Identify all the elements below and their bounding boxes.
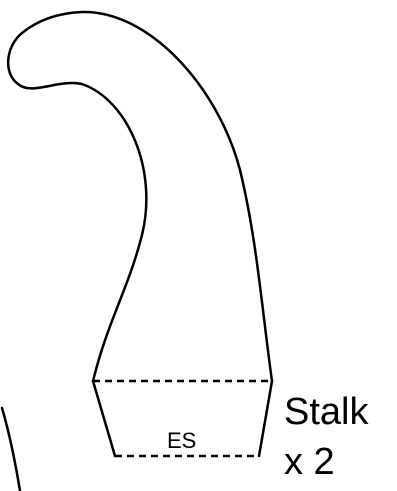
piece-quantity-label: x 2 (284, 441, 335, 483)
piece-name-label: Stalk (284, 391, 369, 433)
base-left-edge (91, 379, 117, 458)
adjacent-piece-edge (0, 406, 22, 491)
base-right-edge (257, 379, 274, 458)
edge-label: ES (167, 428, 197, 453)
stalk-outline (6, 10, 274, 383)
